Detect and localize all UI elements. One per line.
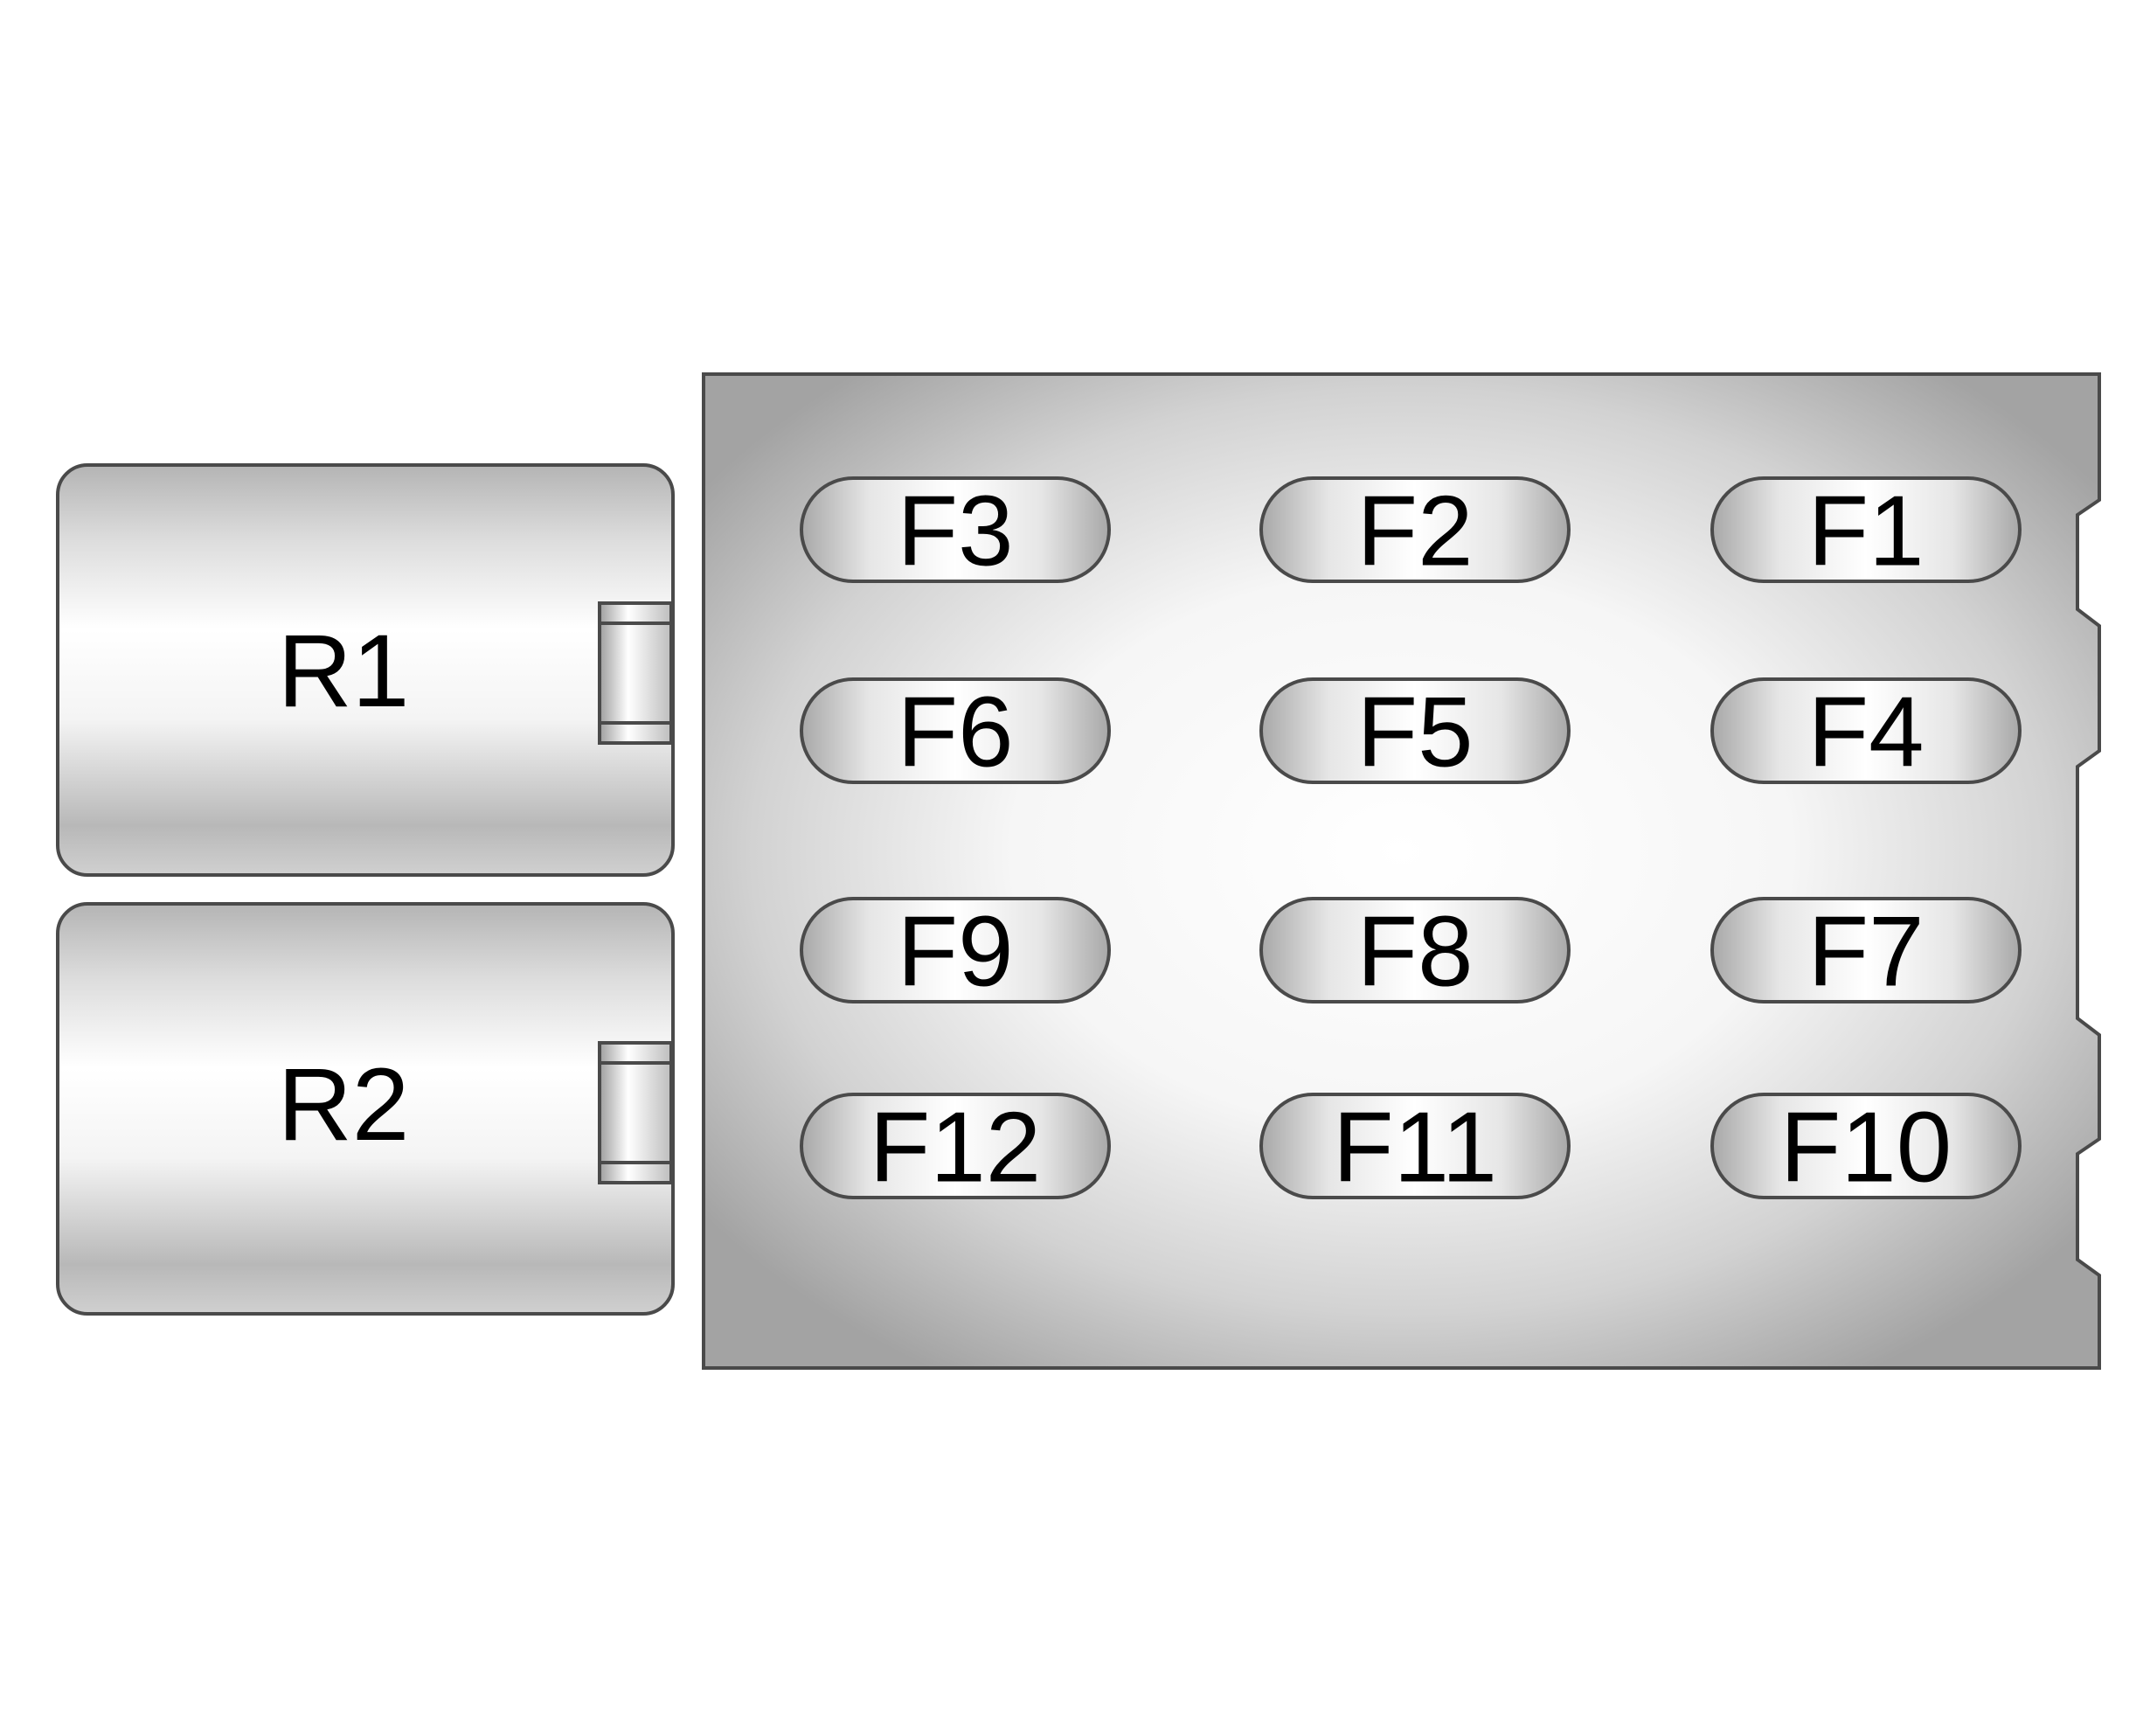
fuse-f9-label: F9 (897, 897, 1013, 1008)
fuse-f12-label: F12 (870, 1093, 1041, 1204)
fuse-f8-label: F8 (1356, 897, 1473, 1008)
relay-r2-label: R2 (278, 1047, 410, 1163)
fuse-f2: F2 (1259, 476, 1571, 587)
fuse-f12: F12 (800, 1093, 1111, 1204)
fuse-f11-label: F11 (1333, 1093, 1497, 1204)
fuse-f6-label: F6 (897, 677, 1013, 788)
fuse-f1-label: F1 (1807, 476, 1924, 587)
fuse-f5: F5 (1259, 677, 1571, 788)
relay-r1-label: R1 (278, 614, 410, 729)
fuse-f4-label: F4 (1807, 677, 1924, 788)
relay-r2-connector-tab (598, 1041, 673, 1184)
fuse-f10: F10 (1710, 1093, 2022, 1204)
fuse-f3: F3 (800, 476, 1111, 587)
fuse-f6: F6 (800, 677, 1111, 788)
fuse-f11: F11 (1259, 1093, 1571, 1204)
fuse-f10-label: F10 (1780, 1093, 1952, 1204)
fuse-f2-label: F2 (1356, 476, 1473, 587)
fuse-f8: F8 (1259, 897, 1571, 1008)
relay-r2: R2 (56, 902, 675, 1316)
fuse-f3-label: F3 (897, 476, 1013, 587)
fuse-f4: F4 (1710, 677, 2022, 788)
relay-r1: R1 (56, 463, 675, 877)
fuse-f9: F9 (800, 897, 1111, 1008)
relay-r1-connector-tab (598, 601, 673, 745)
fuse-f7-label: F7 (1807, 897, 1924, 1008)
fuse-f5-label: F5 (1356, 677, 1473, 788)
fuse-f1: F1 (1710, 476, 2022, 587)
fuse-f7: F7 (1710, 897, 2022, 1008)
